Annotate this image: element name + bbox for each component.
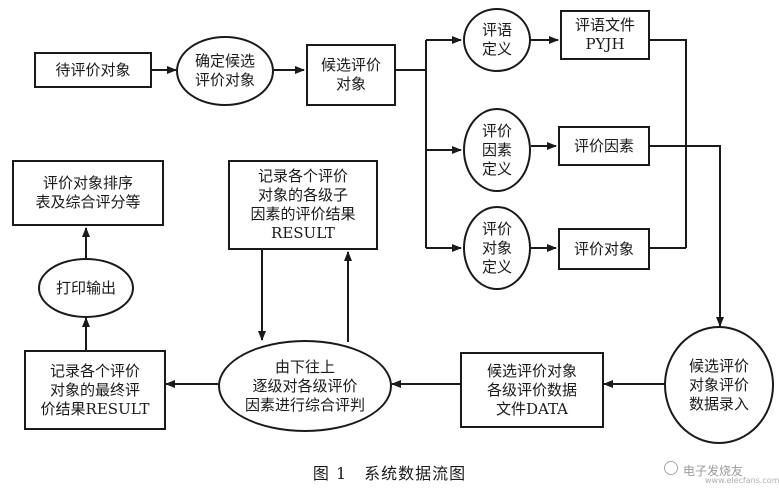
figure-caption: 图 1 系统数据流图 bbox=[312, 464, 467, 483]
arrow-factor-to-data-entry bbox=[650, 145, 724, 327]
node-determine-candidates: 确定候选 评价对象 bbox=[176, 36, 274, 106]
watermark-text: 电子发烧友 bbox=[683, 464, 744, 478]
node-record-levels: 记录各个评价 对象的各级子 因素的评价结果 RESULT bbox=[228, 160, 378, 250]
line-comment-file-out bbox=[650, 39, 687, 248]
node-comment-file: 评语文件 PYJH bbox=[560, 10, 650, 60]
node-comment-def: 评语 定义 bbox=[463, 8, 531, 72]
node-candidate-objects: 候选评价 对象 bbox=[306, 44, 396, 106]
watermark-url: www.elecfans.com bbox=[705, 476, 779, 485]
node-factor-def: 评价 因素 定义 bbox=[463, 108, 531, 192]
node-data-entry: 候选评价 对象评价 数据录入 bbox=[664, 326, 774, 444]
node-object: 评价对象 bbox=[558, 228, 650, 270]
watermark-logo-icon bbox=[664, 461, 678, 475]
node-object-def: 评价 对象 定义 bbox=[463, 206, 531, 290]
node-ranking: 评价对象排序 表及综合评分等 bbox=[12, 160, 164, 226]
node-data-file: 候选评价对象 各级评价数据 文件DATA bbox=[460, 352, 604, 428]
node-print-output: 打印输出 bbox=[38, 258, 134, 318]
node-wait-objects: 待评价对象 bbox=[34, 52, 152, 88]
node-factor: 评价因素 bbox=[558, 126, 650, 166]
node-record-final: 记录各个评价 对象的最终评 价结果RESULT bbox=[24, 350, 166, 430]
node-bottom-up: 由下往上 逐级对各级评价 因素进行综合评判 bbox=[218, 340, 392, 432]
